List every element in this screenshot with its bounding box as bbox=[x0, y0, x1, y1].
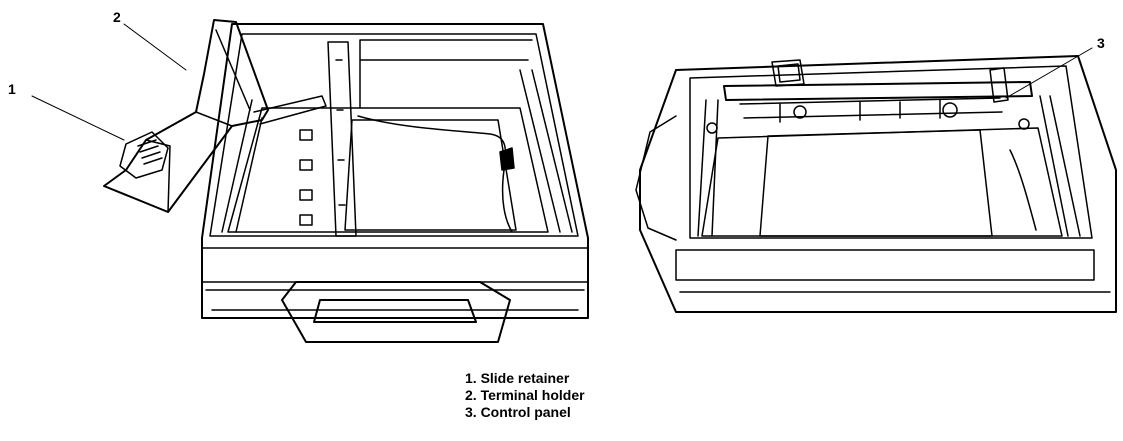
legend-item-2: 2. Terminal holder bbox=[465, 387, 585, 403]
right-tray-post-right bbox=[989, 67, 1009, 103]
left-tray-rail-slots bbox=[299, 129, 313, 226]
left-tray-floor bbox=[227, 107, 549, 233]
left-tray-divider-rail bbox=[327, 41, 357, 237]
right-tray-front-bar bbox=[675, 249, 1095, 281]
right-tray-right-bolt bbox=[1018, 118, 1030, 130]
callout-3-number: 3 bbox=[1097, 35, 1105, 51]
right-tray-rim bbox=[689, 65, 1093, 239]
left-tray-bottom-plate bbox=[205, 289, 585, 311]
left-tray-back-wall bbox=[359, 39, 533, 109]
left-tray-front-bar bbox=[201, 247, 589, 283]
left-tray-cable-clip bbox=[499, 147, 515, 171]
callout-2-number: 2 bbox=[113, 9, 121, 25]
legend-item-1: 1. Slide retainer bbox=[465, 370, 570, 386]
parts-legend: 1. Slide retainer 2. Terminal holder 3. … bbox=[465, 370, 585, 421]
right-tray-left-bolt bbox=[706, 122, 718, 134]
right-tray-body bbox=[639, 55, 1117, 313]
right-tray-right-wall bbox=[1039, 95, 1081, 237]
callout-2-leader bbox=[123, 23, 187, 71]
control-panel-knob-2 bbox=[942, 102, 958, 118]
callout-1-leader bbox=[31, 95, 125, 141]
left-tray-floor-panel bbox=[344, 119, 517, 231]
left-tray-rim bbox=[209, 33, 579, 237]
control-panel bbox=[723, 81, 1033, 101]
right-tray-side-bump bbox=[635, 115, 677, 241]
right-tray-floor-panel bbox=[759, 129, 993, 237]
right-tray-cable bbox=[1009, 149, 1037, 231]
left-tray-illustration bbox=[103, 19, 589, 343]
terminal-holder bbox=[103, 19, 269, 213]
callout-3-leader bbox=[1005, 47, 1093, 99]
legend-item-3: 3. Control panel bbox=[465, 404, 571, 420]
control-panel-knob-1 bbox=[793, 105, 807, 119]
right-tray-left-wall bbox=[697, 99, 719, 237]
slide-retainer-grille bbox=[137, 139, 163, 165]
left-tray-handle bbox=[281, 281, 511, 343]
left-tray-right-wall bbox=[519, 69, 573, 233]
terminal-holder-arm bbox=[253, 95, 327, 125]
slide-retainer bbox=[119, 131, 169, 179]
left-tray-body bbox=[201, 23, 589, 319]
terminal-holder-inner bbox=[145, 29, 251, 213]
right-tray-floor bbox=[701, 127, 1063, 237]
control-panel-components bbox=[739, 97, 1003, 123]
left-tray-cable bbox=[357, 115, 513, 233]
right-tray-illustration bbox=[635, 55, 1117, 313]
callout-1-number: 1 bbox=[8, 81, 16, 97]
right-tray-post bbox=[771, 59, 805, 87]
